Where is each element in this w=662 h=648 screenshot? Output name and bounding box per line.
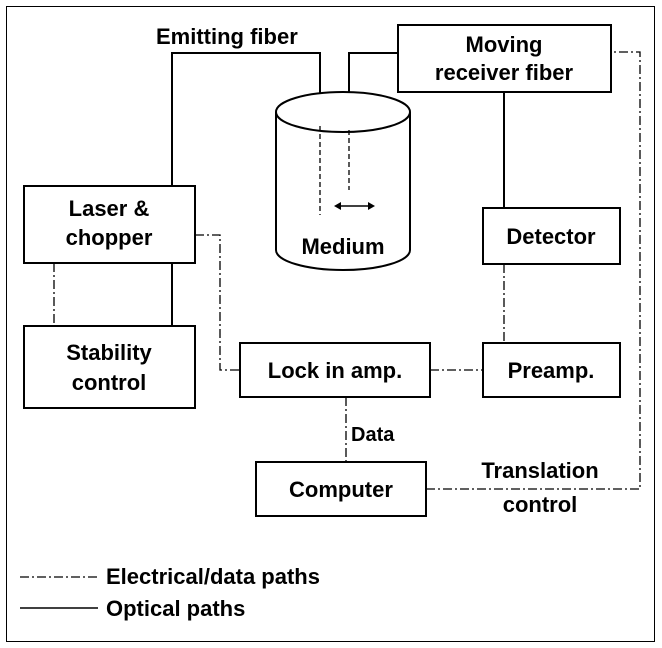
medium-cylinder: Medium xyxy=(275,91,411,271)
medium-label: Medium xyxy=(301,234,384,259)
laser-label-line1: Laser & xyxy=(69,196,150,221)
computer-box: Computer xyxy=(255,461,427,517)
laser-chopper-box: Laser & chopper xyxy=(23,185,196,264)
legend: Electrical/data paths Optical paths xyxy=(20,564,320,621)
legend-electrical-label: Electrical/data paths xyxy=(106,564,320,589)
detector-box: Detector xyxy=(482,207,621,265)
data-label: Data xyxy=(351,424,395,446)
laser-label-line2: chopper xyxy=(66,225,153,250)
stability-label-line1: Stability xyxy=(66,340,152,365)
stability-control-box: Stability control xyxy=(23,325,196,409)
detector-label: Detector xyxy=(506,224,596,249)
stability-label-line2: control xyxy=(72,370,147,395)
lock-in-amp-box: Lock in amp. xyxy=(239,342,431,398)
moving-receiver-label-line1: Moving xyxy=(466,32,543,57)
moving-receiver-label-line2: receiver fiber xyxy=(435,60,574,85)
emitting-fiber-label: Emitting fiber xyxy=(156,24,298,49)
moving-receiver-fiber-box: Moving receiver fiber xyxy=(397,24,612,93)
bidirectional-arrow-icon xyxy=(334,202,375,210)
preamp-box: Preamp. xyxy=(482,342,621,398)
preamp-label: Preamp. xyxy=(508,358,595,383)
elec-path-computer-to-translation xyxy=(426,51,641,490)
translation-label-line1: Translation xyxy=(481,458,598,483)
translation-label-line2: control xyxy=(503,492,578,517)
lockin-label: Lock in amp. xyxy=(268,358,402,383)
elec-path-laser-to-lockin xyxy=(195,234,240,371)
legend-optical-label: Optical paths xyxy=(106,596,245,621)
computer-label: Computer xyxy=(289,477,393,502)
electrical-paths xyxy=(53,51,641,490)
optical-path-emitting-fiber xyxy=(171,52,321,186)
